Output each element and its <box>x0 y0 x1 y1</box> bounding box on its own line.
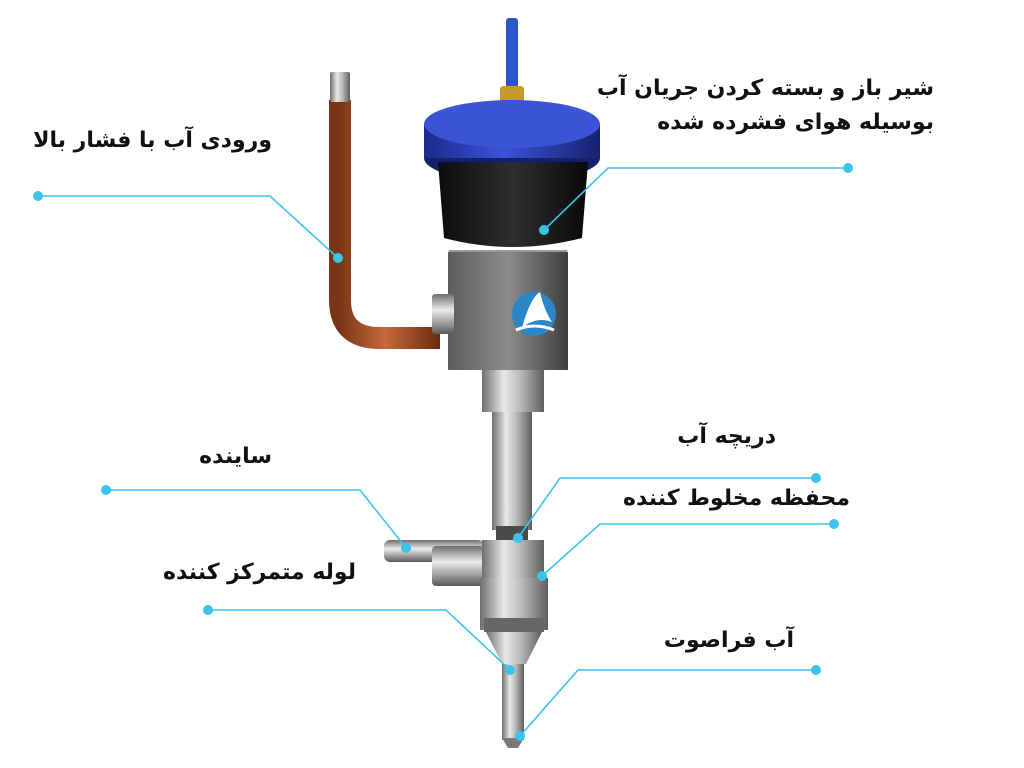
leader-dots <box>33 163 853 741</box>
label-mixing: محفظه مخلوط کننده <box>623 486 850 511</box>
label-orifice: دریچه آب <box>677 424 776 449</box>
air-tube <box>506 18 518 90</box>
label-abrasive: ساینده <box>199 444 272 469</box>
leader-ultrasonic <box>519 669 816 737</box>
dot-ultrasonic-end <box>811 665 821 675</box>
label-focusing: لوله متمرکز کننده <box>163 560 356 585</box>
dot-focusing-target <box>505 665 515 675</box>
dot-abrasive-end <box>101 485 111 495</box>
label-inlet: ورودی آب با فشار بالا <box>33 128 272 153</box>
dot-valve-end <box>843 163 853 173</box>
stem-collar <box>496 526 528 540</box>
label-ultrasonic: آب فراصوت <box>663 628 794 653</box>
dot-orifice-end <box>811 473 821 483</box>
leader-inlet <box>38 195 339 259</box>
dot-ultrasonic-target <box>515 731 525 741</box>
dot-mixing-target <box>537 571 547 581</box>
leader-valve <box>543 167 848 231</box>
sail-logo-icon <box>512 292 556 336</box>
leader-orifice <box>517 477 816 539</box>
inlet-tip <box>330 72 350 102</box>
inlet-fitting <box>432 294 454 334</box>
dot-abrasive-target <box>401 543 411 553</box>
leader-focusing <box>208 609 511 671</box>
focusing-tube <box>502 664 524 740</box>
dot-inlet-target <box>333 253 343 263</box>
cutting-head-illustration <box>329 18 600 748</box>
valve-body <box>438 162 588 247</box>
mixing-chamber-ring <box>484 618 544 632</box>
abrasive-fitting <box>432 546 484 586</box>
mixing-chamber-nut <box>482 540 544 580</box>
nozzle-cone <box>486 632 542 664</box>
dot-mixing-end <box>829 519 839 529</box>
leader-lines <box>38 167 848 737</box>
leader-abrasive <box>106 489 407 549</box>
label-valve: شیر باز و بسته کردن جریان آب بوسیله هوای… <box>596 76 934 135</box>
dot-orifice-target <box>513 533 523 543</box>
copper-inlet-tube <box>329 100 440 349</box>
dot-focusing-end <box>203 605 213 615</box>
leader-mixing <box>541 523 834 577</box>
stem <box>492 412 532 530</box>
dot-valve-target <box>539 225 549 235</box>
upper-nut <box>482 370 544 412</box>
dot-inlet-end <box>33 191 43 201</box>
